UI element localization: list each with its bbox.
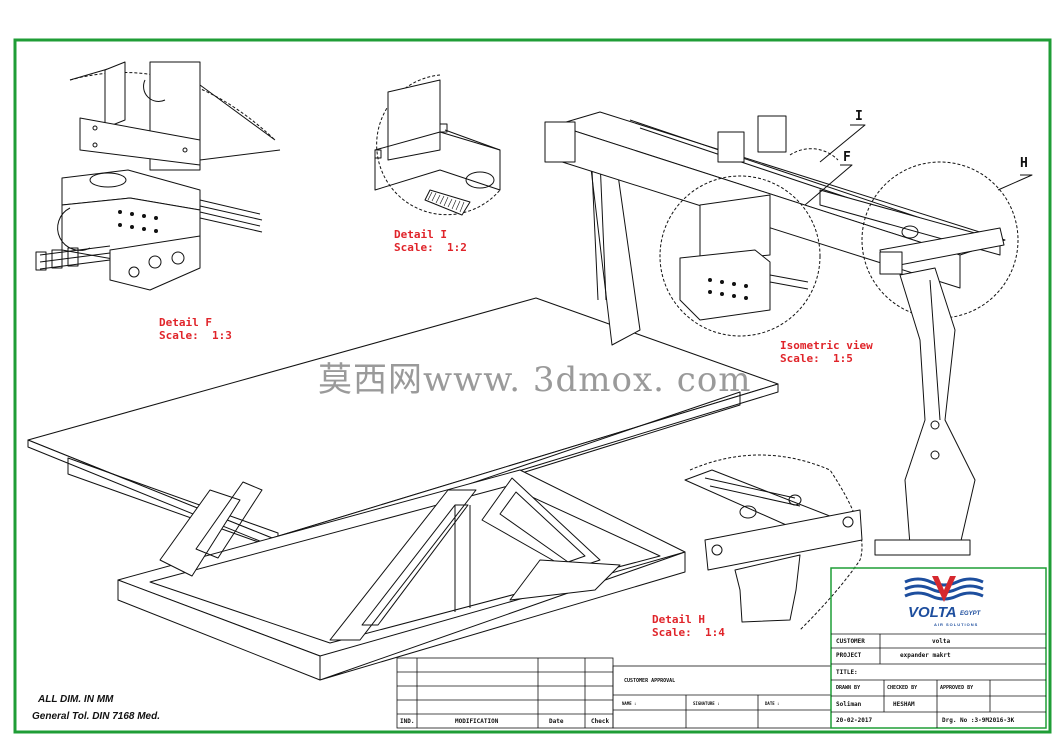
callout-f: F [843,150,851,165]
tolerance-note: General Tol. DIN 7168 Med. [32,711,161,722]
volta-logo-tagline: AIR SOLUTIONS [934,622,979,627]
detail-h-drawing [684,454,863,631]
callout-i: I [855,109,863,124]
detail-f-title: Detail F [159,316,212,329]
project-label: PROJECT [836,652,862,659]
approval-block [612,665,832,729]
detail-h-label: Detail H Scale: 1:4 [652,613,725,639]
detail-f-drawing [35,61,281,291]
rev-date-header: Date [549,718,564,725]
revision-table [396,657,614,729]
isometric-title: Isometric view [780,339,873,352]
drawing-number: Drg. No :3-9M2016-3K [942,717,1015,724]
volta-logo-graphic [904,576,984,602]
approved-by-label: APPROVED BY [940,685,974,691]
watermark: 莫西网www. 3dmox. com [318,360,752,400]
drawn-by-value: Soliman [836,701,862,708]
sheet-frame [13,38,1052,734]
approval-name: NAME : [622,701,637,706]
checked-by-label: CHECKED BY [887,685,918,691]
callout-h: H [1020,156,1028,171]
approval-title: CUSTOMER APPROVAL [624,678,676,684]
detail-f-label: Detail F Scale: 1:3 [159,316,232,342]
volta-logo-suffix: EGYPT [960,611,981,617]
drawing-date: 20-02-2017 [836,717,873,724]
drawn-by-label: DRAWN BY [836,685,861,691]
isometric-label: Isometric view Scale: 1:5 [780,339,873,365]
detail-i-title: Detail I [394,228,447,241]
project-value: expander makrt [900,652,951,659]
rev-check-header: Check [591,718,610,725]
checked-by-value: HESHAM [893,701,915,708]
title-block [830,567,1047,729]
rev-modification-header: MODIFICATION [455,718,499,725]
detail-h-title: Detail H [652,613,705,626]
approval-date: DATE : [765,701,780,706]
customer-label: CUSTOMER [836,638,865,645]
title-label: TITLE: [836,669,858,676]
approval-signature: SIGNATURE : [693,701,720,706]
detail-i-scale: Scale: 1:2 [394,241,467,254]
dimension-note: ALL DIM. IN MM [38,694,114,705]
isometric-scale: Scale: 1:5 [780,352,853,365]
table-drawing [27,297,779,681]
customer-value: volta [932,638,951,645]
detail-i-drawing [374,74,501,216]
detail-h-scale: Scale: 1:4 [652,626,725,639]
volta-logo: VOLTA [908,604,957,621]
isometric-gantry-drawing [544,111,1033,556]
detail-f-scale: Scale: 1:3 [159,329,232,342]
detail-i-label: Detail I Scale: 1:2 [394,228,467,254]
rev-ind-header: IND. [400,718,415,725]
